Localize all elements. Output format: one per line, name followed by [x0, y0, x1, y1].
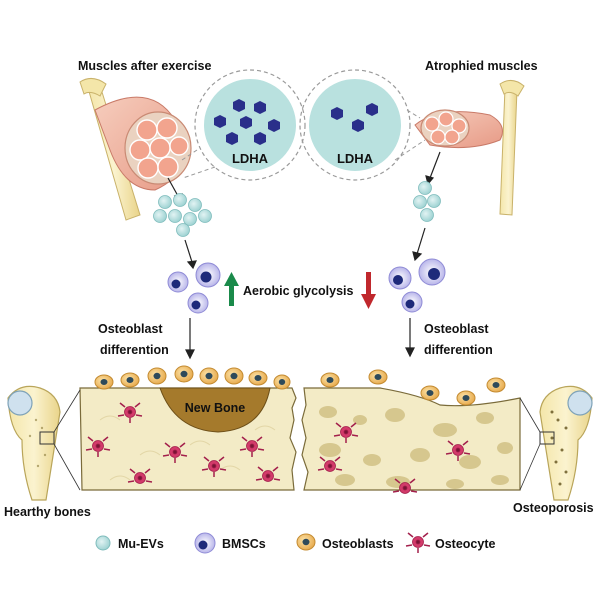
right-osteocytes	[317, 422, 471, 494]
legend-item-osteocyte: Osteocyte	[405, 532, 495, 553]
right-hexagons	[331, 103, 378, 132]
new-bone-label: New Bone	[185, 401, 245, 415]
legend: Mu-EVs BMSCs Osteoblasts Osteocyte	[95, 532, 495, 554]
right-osteoblast-row	[320, 369, 506, 406]
left-femur	[7, 385, 81, 501]
legend-item-osteoblasts: Osteoblasts	[296, 533, 394, 551]
legend-item-bmscs: BMSCs	[194, 532, 266, 554]
osteoblast-label-left-2: differention	[100, 343, 169, 357]
legend-label-osteocyte: Osteocyte	[435, 537, 495, 551]
right-ev-cluster	[413, 181, 441, 222]
right-ldha-bubble: LDHA	[299, 69, 426, 181]
ev-to-bmsc-arrows	[184, 227, 426, 270]
right-muscle-illustration	[414, 80, 525, 216]
aerobic-glycolysis-label: Aerobic glycolysis	[243, 284, 354, 298]
left-muscle-illustration	[79, 78, 192, 221]
left-bmsc-cluster	[167, 262, 221, 314]
legend-item-mu-evs: Mu-EVs	[95, 535, 164, 551]
osteoblast-label-left-1: Osteoblast	[98, 322, 163, 336]
osteoblast-icon	[296, 533, 316, 551]
ldha-label-left: LDHA	[232, 151, 269, 166]
left-osteoblast-row	[94, 365, 291, 390]
left-ldha-bubble: LDHA	[181, 69, 306, 181]
osteoblast-label-right-2: differention	[424, 343, 493, 357]
mu-ev-icon	[95, 535, 111, 551]
legend-label-bmscs: BMSCs	[222, 537, 266, 551]
legend-label-mu-evs: Mu-EVs	[118, 537, 164, 551]
muscle-to-ev-arrows	[167, 151, 441, 203]
left-ev-cluster	[153, 193, 212, 237]
title-muscles-after-exercise: Muscles after exercise	[78, 59, 211, 73]
osteoporosis-label: Osteoporosis	[513, 501, 594, 515]
healthy-bones-label: Hearthy bones	[4, 505, 91, 519]
right-bone-matrix	[301, 387, 521, 491]
down-arrow-icon	[361, 272, 376, 309]
diff-arrows	[185, 318, 415, 360]
osteoblast-label-right-1: Osteoblast	[424, 322, 489, 336]
right-bmsc-cluster	[388, 258, 446, 313]
up-arrow-icon	[224, 272, 239, 306]
osteocyte-icon	[405, 532, 431, 553]
left-osteocytes	[85, 402, 281, 484]
left-hexagons	[214, 99, 280, 145]
title-atrophied-muscles: Atrophied muscles	[425, 59, 538, 73]
bmsc-icon	[194, 532, 216, 554]
ldha-label-right: LDHA	[337, 151, 374, 166]
right-femur	[519, 385, 593, 501]
legend-label-osteoblasts: Osteoblasts	[322, 537, 394, 551]
